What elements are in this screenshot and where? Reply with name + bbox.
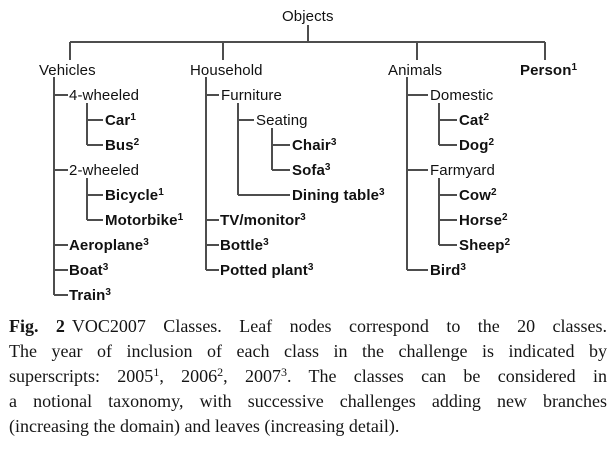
superscript: 3 xyxy=(460,262,467,273)
tree-node-dog: Dog2 xyxy=(459,137,495,154)
superscript: 3 xyxy=(143,237,149,248)
superscript: 2 xyxy=(488,137,495,148)
tree-node-animals: Animals xyxy=(388,62,443,79)
superscript: 1 xyxy=(130,112,136,123)
superscript: 3 xyxy=(105,287,112,298)
superscript: 3 xyxy=(307,262,314,273)
superscript: 3 xyxy=(263,237,269,248)
tree-node-person: Person1 xyxy=(520,62,578,79)
tree-node-boat: Boat3 xyxy=(69,262,109,279)
tree-node-tv-monitor: TV/monitor3 xyxy=(220,212,306,229)
tree-node-sofa: Sofa3 xyxy=(292,162,331,179)
superscript: 2 xyxy=(504,237,511,248)
caption-line-5: (increasing the domain) and leaves (incr… xyxy=(9,416,400,436)
tree-connector-lines xyxy=(53,25,546,296)
tree-node-objects: Objects xyxy=(282,8,334,25)
tree-node-bus: Bus2 xyxy=(105,137,140,154)
tree-node-cow: Cow2 xyxy=(459,187,497,204)
caption-line-3: superscripts: 20051, 20062, 20073. The c… xyxy=(9,365,607,386)
superscript: 3 xyxy=(102,262,109,273)
tree-node-farmyard: Farmyard xyxy=(430,162,495,179)
tree-node-train: Train3 xyxy=(69,287,112,304)
superscript: 1 xyxy=(158,187,164,198)
tree-node-domestic: Domestic xyxy=(430,87,494,104)
tree-node-chair: Chair3 xyxy=(292,137,337,154)
tree-node-cat: Cat2 xyxy=(459,112,490,129)
superscript: 1 xyxy=(571,62,578,73)
superscript: 3 xyxy=(379,187,385,198)
caption-line-4: a notional taxonomy, with successive cha… xyxy=(9,391,607,411)
tree-node-4-wheeled: 4-wheeled xyxy=(69,87,140,104)
tree-node-aeroplane: Aeroplane3 xyxy=(69,237,149,254)
tree-node-seating: Seating xyxy=(256,112,308,129)
tree-node-furniture: Furniture xyxy=(221,87,282,104)
caption-line-2: The year of inclusion of each class in t… xyxy=(9,341,607,361)
tree-node-bottle: Bottle3 xyxy=(220,237,269,254)
superscript: 3 xyxy=(330,137,337,148)
superscript: 2 xyxy=(502,212,508,223)
tree-node-dining-table: Dining table3 xyxy=(292,187,385,204)
superscript: 3 xyxy=(300,212,306,223)
tree-node-bird: Bird3 xyxy=(430,262,467,279)
tree-node-motorbike: Motorbike1 xyxy=(105,212,184,229)
tree-node-2-wheeled: 2-wheeled xyxy=(69,162,140,179)
superscript: 1 xyxy=(177,212,184,223)
tree-node-bicycle: Bicycle1 xyxy=(105,187,164,204)
tree-node-vehicles: Vehicles xyxy=(39,62,96,79)
tree-node-potted-plant: Potted plant3 xyxy=(220,262,314,279)
tree-node-household: Household xyxy=(190,62,263,79)
tree-node-car: Car1 xyxy=(105,112,136,129)
superscript: 2 xyxy=(490,187,497,198)
superscript: 3 xyxy=(324,162,331,173)
tree-node-sheep: Sheep2 xyxy=(459,237,511,254)
superscript: 2 xyxy=(483,112,490,123)
tree-node-horse: Horse2 xyxy=(459,212,508,229)
superscript: 2 xyxy=(133,137,140,148)
